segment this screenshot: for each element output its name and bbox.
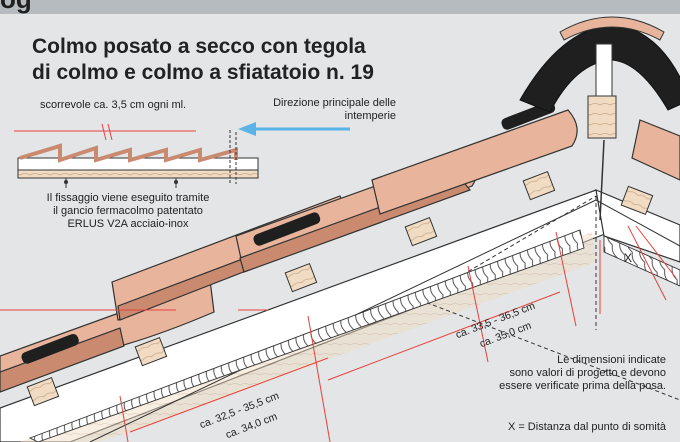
- ridge-fixing: [587, 43, 617, 221]
- right-rafter: [595, 189, 680, 263]
- page-title: Colmo posato a secco con tegola di colmo…: [32, 34, 374, 86]
- title-line-1: Colmo posato a secco con tegola: [32, 35, 366, 58]
- inset-drawing: [14, 123, 259, 188]
- slide-label: scorrevole ca. 3,5 cm ogni ml.: [40, 99, 187, 111]
- fixing-line-2: il gancio fermacolmo patentato: [53, 205, 203, 217]
- note-line-2: sono valori di progetto e devono: [509, 367, 666, 379]
- weather-direction-arrow: [238, 122, 350, 136]
- title-line-2: di colmo e colmo a sfiatatoio n. 19: [32, 61, 374, 84]
- roof-section-drawing: [0, 16, 680, 442]
- header-title-fragment: og: [0, 0, 32, 15]
- x-marker: X: [624, 251, 633, 265]
- note-line-1: Le dimensioni indicate: [557, 354, 666, 366]
- roof-tiles: [0, 109, 578, 393]
- right-slope-tile: [631, 119, 680, 181]
- dashed-construction-line-lower: [419, 195, 597, 301]
- weather-direction-label: Direzione principale delle intemperie: [246, 97, 396, 123]
- fixing-line-1: Il fissaggio viene eseguito tramite: [46, 192, 210, 204]
- insulation-strip-right: [603, 235, 680, 287]
- header-bar: og: [0, 0, 680, 14]
- dimension-note: Le dimensioni indicate sono valori di pr…: [499, 354, 666, 393]
- weather-direction-line-1: Direzione principale delle: [273, 97, 396, 109]
- ridge-cap: [519, 16, 680, 113]
- battens: [26, 171, 654, 407]
- fixing-label: Il fissaggio viene eseguito tramite il g…: [18, 192, 238, 231]
- fixing-line-3: ERLUS V2A acciaio-inox: [67, 218, 189, 230]
- x-definition: X = Distanza dal punto di somità: [507, 421, 666, 433]
- weather-direction-line-2: intemperie: [344, 110, 396, 122]
- right-rafter-underside: [595, 199, 680, 247]
- dimension-lines: [0, 225, 677, 442]
- dashed-construction-line-base: [419, 299, 680, 401]
- note-line-3: essere verificate prima della posa.: [499, 380, 666, 392]
- insulation-strip: [28, 229, 585, 442]
